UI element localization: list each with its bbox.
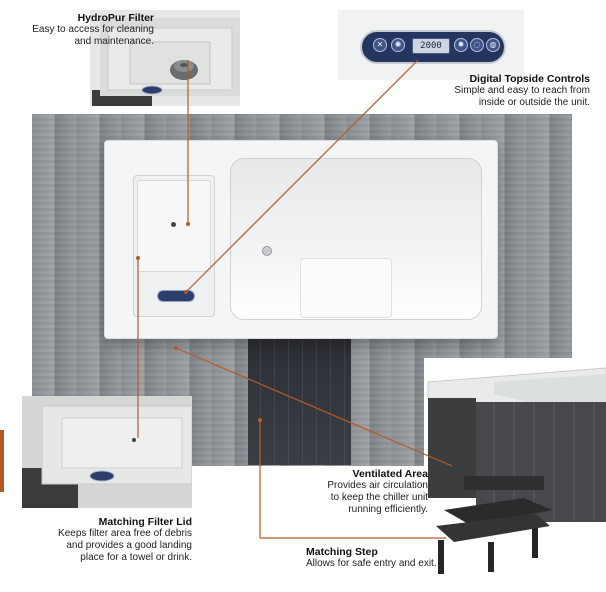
callout-digital-controls: Digital Topside Controls Simple and easy…	[420, 73, 590, 109]
filter-lid-illustration	[22, 396, 192, 508]
callout-line: Provides air circulation	[327, 480, 428, 491]
callout-line: Keeps filter area free of debris	[58, 528, 192, 539]
callout-title: HydroPur Filter	[77, 12, 154, 24]
side-accent-bar	[0, 430, 4, 492]
callout-title: Matching Filter Lid	[98, 516, 192, 528]
chiller-step-illustration	[424, 358, 606, 576]
chiller-and-step-inset	[424, 358, 606, 576]
callout-title: Digital Topside Controls	[469, 73, 590, 85]
temp-down-icon[interactable]: ◌	[470, 38, 484, 52]
callout-line: and maintenance.	[74, 36, 154, 47]
temperature-display: 2000	[412, 38, 450, 54]
callout-line: place for a towel or drink.	[80, 552, 192, 563]
jets-icon[interactable]: ✺	[391, 38, 405, 52]
tub-seat-step	[300, 258, 392, 318]
callout-hydropur-filter: HydroPur Filter Easy to access for clean…	[12, 12, 154, 48]
lid-hole	[171, 222, 176, 227]
filter-lid-inset	[22, 396, 192, 508]
jet-fitting	[262, 246, 272, 256]
hydropur-filter-illustration	[90, 10, 240, 106]
callout-line: to keep the chiller unit	[330, 492, 428, 503]
callout-line: and provides a good landing	[66, 540, 192, 551]
callout-line: Simple and easy to reach from	[454, 85, 590, 96]
callout-matching-step: Matching Step Allows for safe entry and …	[306, 546, 476, 570]
cabinet-shadow	[248, 337, 351, 465]
callout-title: Matching Step	[306, 546, 378, 558]
callout-matching-filter-lid: Matching Filter Lid Keeps filter area fr…	[30, 516, 192, 564]
temp-up-icon[interactable]: ◍	[486, 38, 500, 52]
callout-line: Allows for safe entry and exit.	[306, 558, 437, 569]
callout-title: Ventilated Area	[352, 468, 428, 480]
callout-line: running efficiently.	[348, 504, 428, 515]
callout-line: Easy to access for cleaning	[32, 24, 154, 35]
callout-line: inside or outside the unit.	[478, 97, 590, 108]
callout-ventilated-area: Ventilated Area Provides air circulation…	[300, 468, 428, 516]
light-icon[interactable]: ✹	[454, 38, 468, 52]
spa-logo-icon: ✕	[373, 38, 387, 52]
hydropur-filter-inset	[90, 10, 240, 106]
